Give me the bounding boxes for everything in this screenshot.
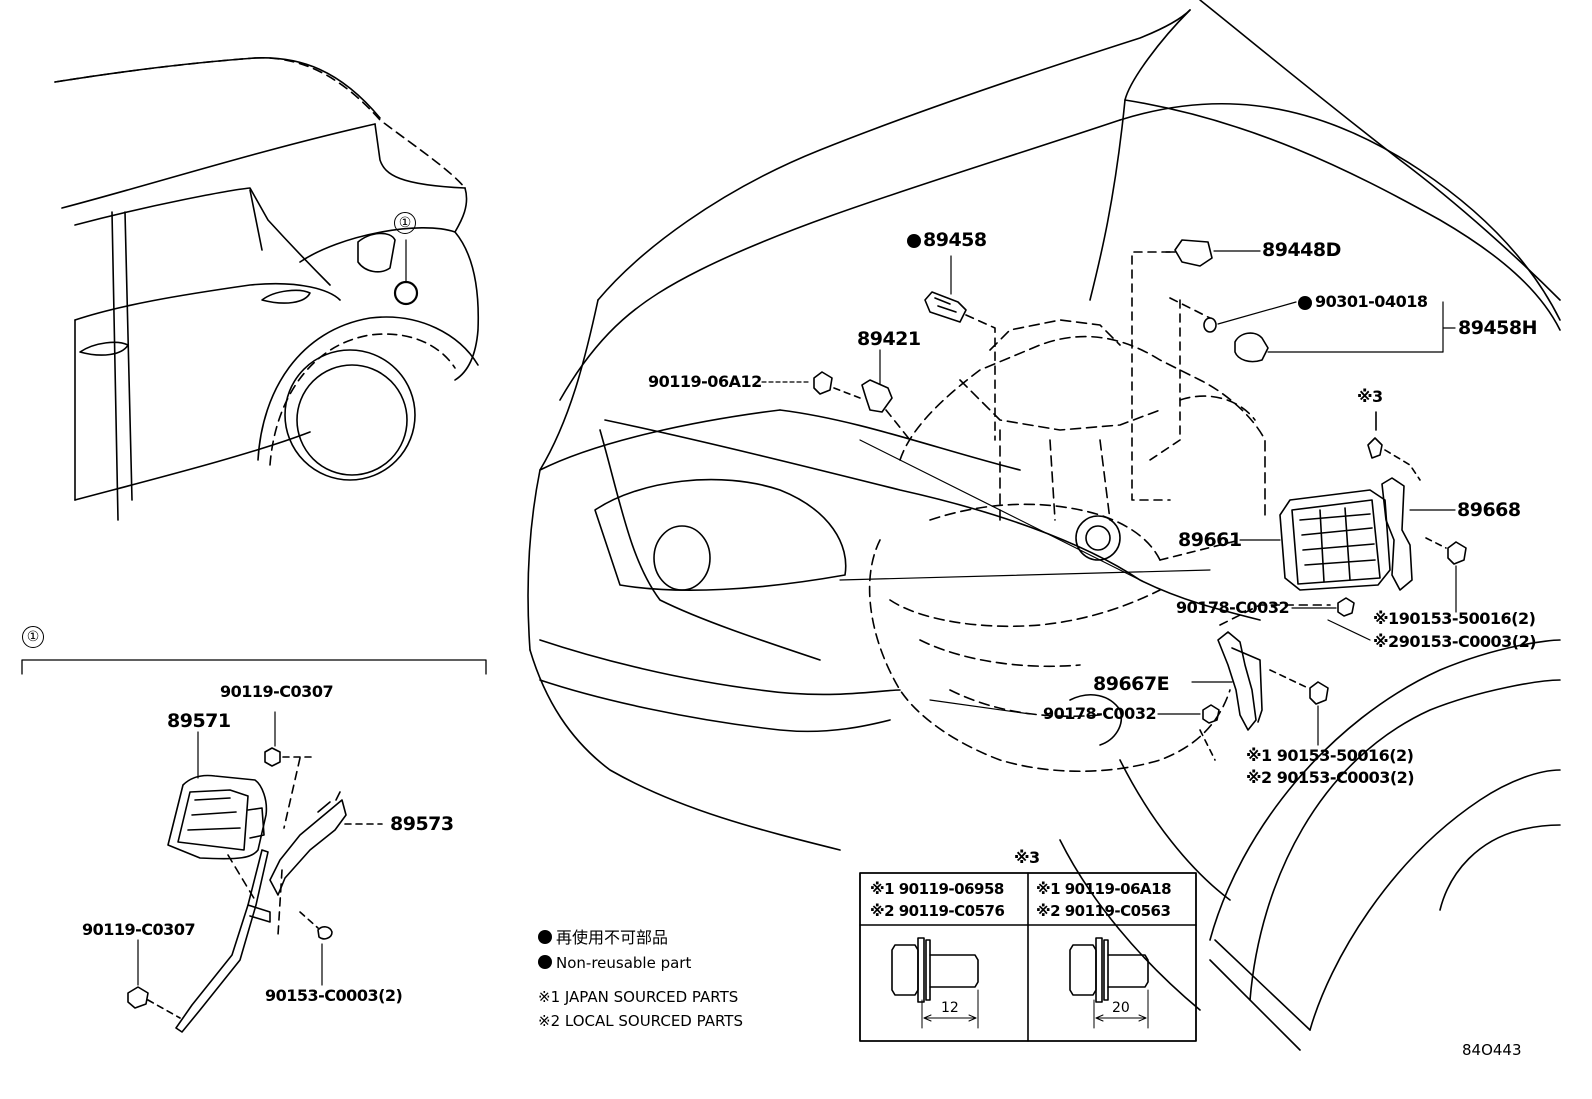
vehicle-rear-illustration bbox=[54, 57, 480, 521]
part-90153-C0003-left-label: 90153-C0003(2) bbox=[265, 986, 403, 1005]
bracket-89667E-drawing bbox=[1191, 604, 1331, 761]
part-90119-06A12-label: 90119-06A12 bbox=[648, 372, 762, 391]
part-89571-label: 89571 bbox=[167, 710, 231, 732]
actuator-assembly-drawing bbox=[127, 711, 383, 1033]
bolt-table-col2-row2: ※2 90119-C0563 bbox=[1036, 902, 1171, 920]
legend-japan-sourced: ※1 JAPAN SOURCED PARTS bbox=[538, 988, 739, 1006]
part-89448D-label: 89448D bbox=[1262, 239, 1341, 261]
engine-pulley bbox=[1069, 515, 1122, 746]
bracket-89668-drawing bbox=[1367, 411, 1467, 613]
part-89573-label: 89573 bbox=[390, 813, 454, 835]
nut-90178-drawing bbox=[1157, 597, 1371, 724]
ecu-89661-drawing bbox=[1159, 489, 1391, 591]
note3-marker-label: ※3 bbox=[1357, 387, 1383, 406]
part-89458H-label: 89458H bbox=[1458, 317, 1538, 339]
detail-header-marker: ① bbox=[22, 626, 44, 648]
part-90153-C0003-right-label: ※290153-C0003(2) bbox=[1373, 632, 1537, 651]
part-89667E-label: 89667E bbox=[1093, 673, 1170, 695]
bolt-table-col1-row1: ※1 90119-06958 bbox=[870, 880, 1004, 898]
drawing-id: 84O443 bbox=[1462, 1041, 1522, 1059]
part-90153-50016-right-label: ※190153-50016(2) bbox=[1373, 609, 1536, 628]
part-90153-50016-bottom-label: ※1 90153-50016(2) bbox=[1246, 746, 1414, 765]
part-90178-C0032-bottom-label: 90178-C0032 bbox=[1043, 704, 1157, 723]
part-89668-label: 89668 bbox=[1457, 499, 1521, 521]
part-89661-label: 89661 bbox=[1178, 529, 1242, 551]
bolt-table-title: ※3 bbox=[1014, 848, 1040, 867]
bolt-length-12: 12 bbox=[941, 1000, 959, 1016]
non-reusable-dot-icon bbox=[538, 930, 552, 944]
part-90178-C0032-top-label: 90178-C0032 bbox=[1176, 598, 1290, 617]
vehicle-front-illustration bbox=[527, 0, 1561, 1051]
bolt-table-col2-row1: ※1 90119-06A18 bbox=[1036, 880, 1172, 898]
sensor-89421-drawing bbox=[761, 349, 911, 441]
part-89458-label: 89458 bbox=[923, 229, 987, 251]
part-90119-C0307-bottom-label: 90119-C0307 bbox=[82, 920, 196, 939]
part-90301-04018-label: 90301-04018 bbox=[1315, 292, 1428, 311]
legend-non-reusable-en: Non-reusable part bbox=[538, 955, 691, 971]
sensor-89448D-drawing bbox=[1131, 239, 1261, 501]
part-90119-C0307-top-label: 90119-C0307 bbox=[220, 682, 334, 701]
bolt-table-col1-row2: ※2 90119-C0576 bbox=[870, 902, 1005, 920]
sensor-89458H-drawing bbox=[1149, 297, 1456, 461]
non-reusable-dot-icon bbox=[538, 955, 552, 969]
detail-marker: ① bbox=[394, 212, 416, 234]
part-90153-C0003-bottom-label: ※2 90153-C0003(2) bbox=[1246, 768, 1415, 787]
legend-non-reusable-jp: 再使用不可部品 bbox=[538, 930, 668, 946]
legend-local-sourced: ※2 LOCAL SOURCED PARTS bbox=[538, 1012, 743, 1030]
engine-leader-lines bbox=[839, 439, 1211, 715]
non-reusable-dots bbox=[907, 234, 1312, 310]
detail-1-bracket bbox=[21, 659, 487, 675]
part-89421-label: 89421 bbox=[857, 328, 921, 350]
bolt-spec-table bbox=[859, 872, 1197, 1042]
sensor-89458-drawing bbox=[924, 255, 996, 441]
bolt-length-20: 20 bbox=[1112, 1000, 1130, 1016]
